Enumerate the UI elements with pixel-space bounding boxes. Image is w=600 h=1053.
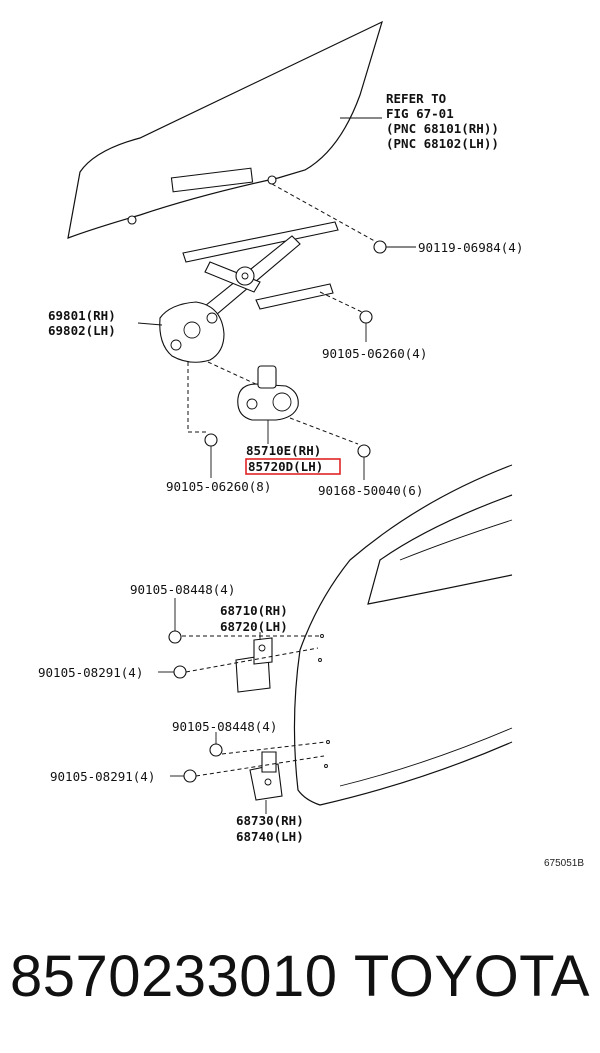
refer-line-3: (PNC 68101(RH)) [386, 121, 499, 136]
dash-reg-to-bolt [319, 291, 367, 315]
dash-motor-to-bolt [207, 361, 359, 445]
door-shell [293, 464, 513, 806]
hinge-lower [249, 751, 283, 814]
bolt-08291-upper [158, 665, 187, 679]
bolt-90119 [373, 240, 416, 254]
label-85720d-lh: 85720D(LH) [248, 459, 323, 474]
bolt-90105-06260-8 [204, 433, 218, 478]
window-regulator [159, 221, 339, 363]
bolt-90168 [357, 444, 371, 480]
label-90105-08448-upper: 90105-08448(4) [130, 582, 235, 597]
refer-line-2: FIG 67-01 [386, 106, 454, 121]
hinge-upper [235, 632, 273, 693]
brand-name: TOYOTA [353, 943, 590, 1009]
label-90105-08291-lower: 90105-08291(4) [50, 769, 155, 784]
dash-reg-down [187, 362, 206, 433]
dash-hinge-lower-a [221, 741, 327, 755]
label-85710e-rh: 85710E(RH) [246, 443, 321, 458]
label-90105-06260-4: 90105-06260(4) [322, 346, 427, 361]
refer-line-4: (PNC 68102(LH)) [386, 136, 499, 151]
window-motor [237, 365, 299, 444]
label-90105-08448-lower: 90105-08448(4) [172, 719, 277, 734]
part-number: 8570233010 [10, 943, 338, 1009]
refer-line-1: REFER TO [386, 91, 446, 106]
dash-hinge-upper-b [185, 647, 319, 673]
highlight-box [245, 458, 341, 475]
label-68740-lh: 68740(LH) [236, 829, 304, 844]
label-90119-06984: 90119-06984(4) [418, 240, 523, 255]
label-90105-06260-8: 90105-06260(8) [166, 479, 271, 494]
reg-leader [137, 322, 163, 326]
figure-code: 675051B [544, 858, 584, 869]
bolt-90105-06260-4 [359, 310, 373, 342]
label-69802-lh: 69802(LH) [48, 323, 116, 338]
label-69801-rh: 69801(RH) [48, 308, 116, 323]
bolt-08291-lower [170, 769, 197, 783]
label-68730-rh: 68730(RH) [236, 813, 304, 828]
label-90168-50040: 90168-50040(6) [318, 483, 423, 498]
bolt-08448-lower [209, 732, 223, 757]
label-68710-rh: 68710(RH) [220, 603, 288, 618]
label-90105-08291-upper: 90105-08291(4) [38, 665, 143, 680]
bolt-08448-upper [168, 598, 182, 644]
footer-caption: 8570233010 TOYOTA [10, 936, 590, 1016]
label-68720-lh: 68720(LH) [220, 619, 288, 634]
door-glass [67, 20, 383, 239]
dash-hinge-lower-b [195, 755, 325, 777]
parts-diagram: REFER TO FIG 67-01 (PNC 68101(RH)) (PNC … [38, 20, 584, 869]
